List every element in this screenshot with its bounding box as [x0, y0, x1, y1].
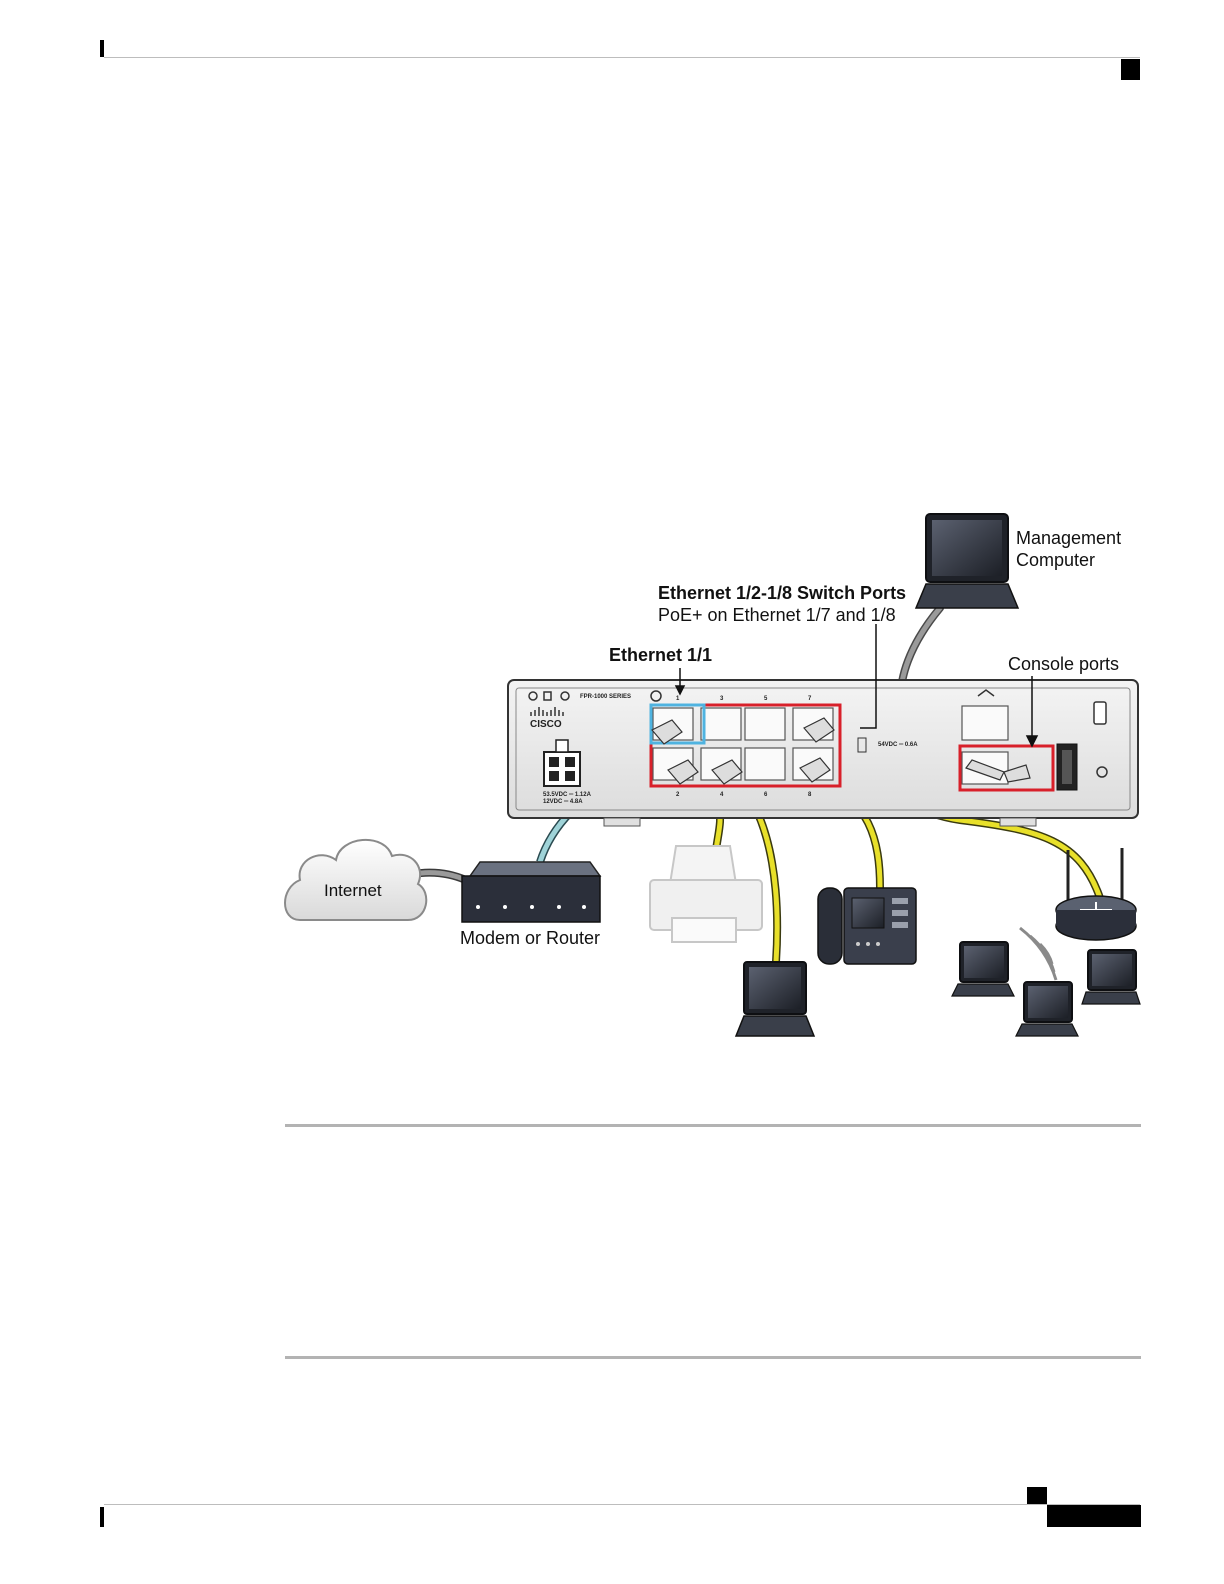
- wireless-laptop-icon: [1016, 982, 1078, 1036]
- device-model: FPR-1000 SERIES: [580, 694, 631, 700]
- switch-ports-title: Ethernet 1/2-1/8 Switch Ports: [658, 583, 906, 603]
- cloud-icon: [285, 840, 426, 920]
- ip-phone-icon: [818, 888, 916, 964]
- device-brand: CISCO: [530, 719, 562, 730]
- switch-ports-subtitle: PoE+ on Ethernet 1/7 and 1/8: [658, 605, 896, 625]
- poe-rating: 54VDC ═ 0.6A: [878, 742, 918, 748]
- wireless-laptop-icon: [1082, 950, 1140, 1004]
- wireless-laptop-icon: [952, 942, 1014, 996]
- management-port: [962, 706, 1008, 740]
- printer-icon: [650, 846, 762, 942]
- power-rating-2: 12VDC ═ 4.8A: [543, 799, 583, 805]
- management-computer-icon: [916, 514, 1018, 608]
- modem-router-label: Modem or Router: [460, 928, 600, 948]
- management-computer-label-2: Computer: [1016, 550, 1095, 570]
- console-ports-label: Console ports: [1008, 654, 1119, 674]
- power-rating-1: 53.5VDC ═ 1.12A: [543, 792, 592, 798]
- internet-label: Internet: [324, 881, 382, 900]
- firewall-chassis: FPR-1000 SERIES CISCO 53.5VDC ═ 1.12A 12…: [508, 680, 1138, 826]
- management-computer-label-1: Management: [1016, 528, 1121, 548]
- laptop-icon: [736, 962, 814, 1036]
- modem-router-icon: [462, 862, 600, 922]
- wireless-signal-icon: [1020, 928, 1056, 980]
- ethernet-1-1-label: Ethernet 1/1: [609, 645, 712, 665]
